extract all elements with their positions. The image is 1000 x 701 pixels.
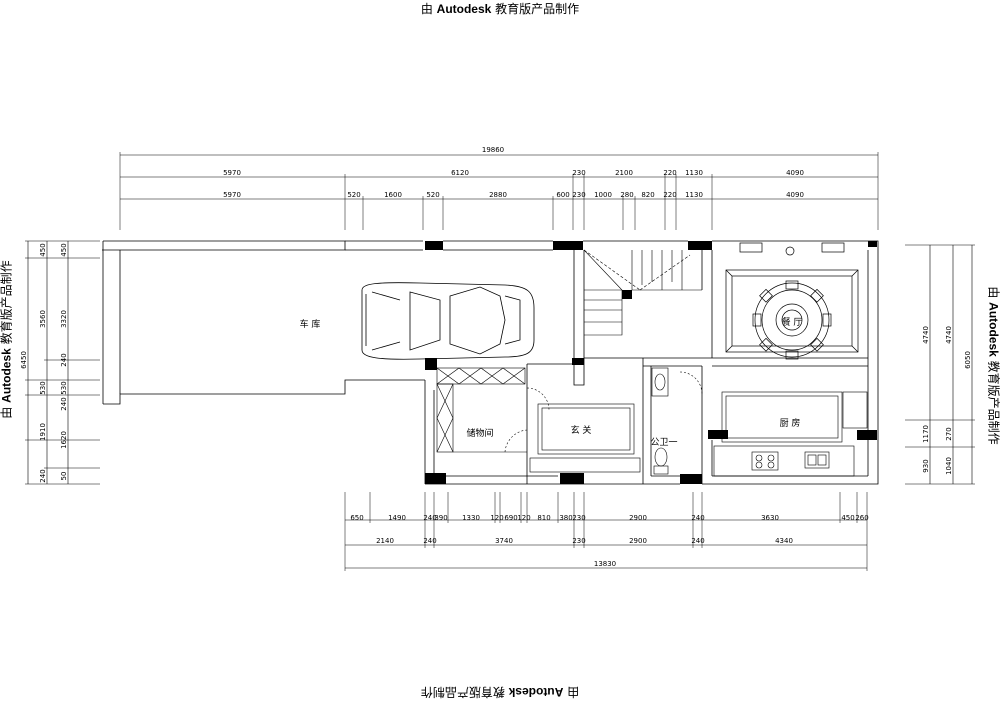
dim-bottom-r1-7: 120	[517, 514, 530, 522]
toilet-fixtures	[652, 368, 702, 474]
room-label-foyer: 玄 关	[571, 424, 592, 436]
dim-bottom-r1-1: 1490	[388, 514, 406, 522]
dim-right-total: 6050	[964, 351, 972, 369]
dim-right-r2-1: 270	[945, 427, 953, 440]
dim-left-r2-2: 240	[60, 353, 68, 366]
dim-bottom-r1-11: 2900	[629, 514, 647, 522]
dim-top-r1-4: 220	[663, 169, 676, 177]
dim-right-r1-1: 1170	[922, 425, 930, 443]
dim-top-r2-11: 1130	[685, 191, 703, 199]
car-icon	[362, 283, 534, 360]
dim-bottom-r2-3: 230	[572, 537, 585, 545]
dim-right-r1-0: 4740	[922, 326, 930, 344]
dim-bottom-r1-6: 690	[504, 514, 517, 522]
dim-left-r2-4: 240	[60, 397, 68, 410]
dim-bottom-r2-0: 2140	[376, 537, 394, 545]
dim-bottom-r2-1: 240	[423, 537, 436, 545]
dim-left-r1-0: 450	[39, 243, 47, 256]
dim-left-r2-3: 530	[60, 381, 68, 394]
walls	[102, 241, 878, 484]
dim-top-r2-10: 220	[663, 191, 676, 199]
dim-top-r2-7: 1000	[594, 191, 612, 199]
dim-left-r2-6: 50	[60, 472, 68, 481]
dim-bottom-r1-4: 1330	[462, 514, 480, 522]
dim-right-r2-2: 1040	[945, 457, 953, 475]
dim-top-r1-2: 230	[572, 169, 585, 177]
dim-bottom-r1-10: 230	[572, 514, 585, 522]
dim-left-r1-3: 1910	[39, 423, 47, 441]
dim-top-r2-8: 280	[620, 191, 633, 199]
dim-bottom-r1-8: 810	[537, 514, 550, 522]
dim-left-r2-5: 1620	[60, 431, 68, 449]
dim-bottom-r2-6: 4340	[775, 537, 793, 545]
dim-top-r2-2: 1600	[384, 191, 402, 199]
dim-left-r2-1: 3320	[60, 310, 68, 328]
dim-top-r2-4: 2880	[489, 191, 507, 199]
dim-top-r2-0: 5970	[223, 191, 241, 199]
dim-bottom-r1-14: 450	[841, 514, 854, 522]
dimension-ticks	[25, 152, 975, 571]
dim-left-r1-2: 530	[39, 381, 47, 394]
dim-bottom-r1-9: 380	[559, 514, 572, 522]
dim-bottom-r1-12: 240	[691, 514, 704, 522]
dim-right-r1-2: 930	[922, 459, 930, 472]
room-label-garage: 车 库	[300, 318, 321, 330]
dim-bottom-r2-2: 3740	[495, 537, 513, 545]
dim-top-r2-9: 820	[641, 191, 654, 199]
dim-top-r2-5: 600	[556, 191, 569, 199]
dim-right-r2-0: 4740	[945, 326, 953, 344]
dim-left-r1-4: 240	[39, 469, 47, 482]
dim-bottom-total: 13830	[594, 560, 616, 568]
room-label-toilet: 公卫一	[650, 437, 677, 448]
dim-top-r2-12: 4090	[786, 191, 804, 199]
dim-top-r1-3: 2100	[615, 169, 633, 177]
room-labels: 车 库 储物间 玄 关 公卫一 厨 房 餐 厅	[300, 316, 803, 448]
dim-top-r1-0: 5970	[223, 169, 241, 177]
dim-top-r1-5: 1130	[685, 169, 703, 177]
dim-left-r1-1: 3560	[39, 310, 47, 328]
dining-area	[726, 243, 858, 359]
dim-bottom-r1-13: 3630	[761, 514, 779, 522]
room-label-storage: 储物间	[466, 427, 493, 439]
dim-bottom-r2-5: 240	[691, 537, 704, 545]
dim-top-r2-6: 230	[572, 191, 585, 199]
dim-left-r2-0: 450	[60, 243, 68, 256]
dim-left-total: 6450	[20, 351, 28, 369]
dim-bottom-r1-3: 390	[434, 514, 447, 522]
dim-top-total: 19860	[482, 146, 504, 154]
dim-bottom-r2-4: 2900	[629, 537, 647, 545]
stairs	[584, 250, 702, 335]
kitchen-fixtures	[714, 392, 867, 476]
dim-top-r2-3: 520	[426, 191, 439, 199]
dim-bottom-r1-5: 120	[490, 514, 503, 522]
storage-cabinets	[437, 368, 527, 452]
dim-bottom-r1-15: 260	[855, 514, 868, 522]
dim-top-r2-1: 520	[347, 191, 360, 199]
room-label-kitchen: 厨 房	[780, 417, 801, 429]
dim-top-r1-1: 6120	[451, 169, 469, 177]
dim-top-r1-6: 4090	[786, 169, 804, 177]
dim-bottom-r1-0: 650	[350, 514, 363, 522]
room-label-dining: 餐 厅	[782, 316, 803, 328]
